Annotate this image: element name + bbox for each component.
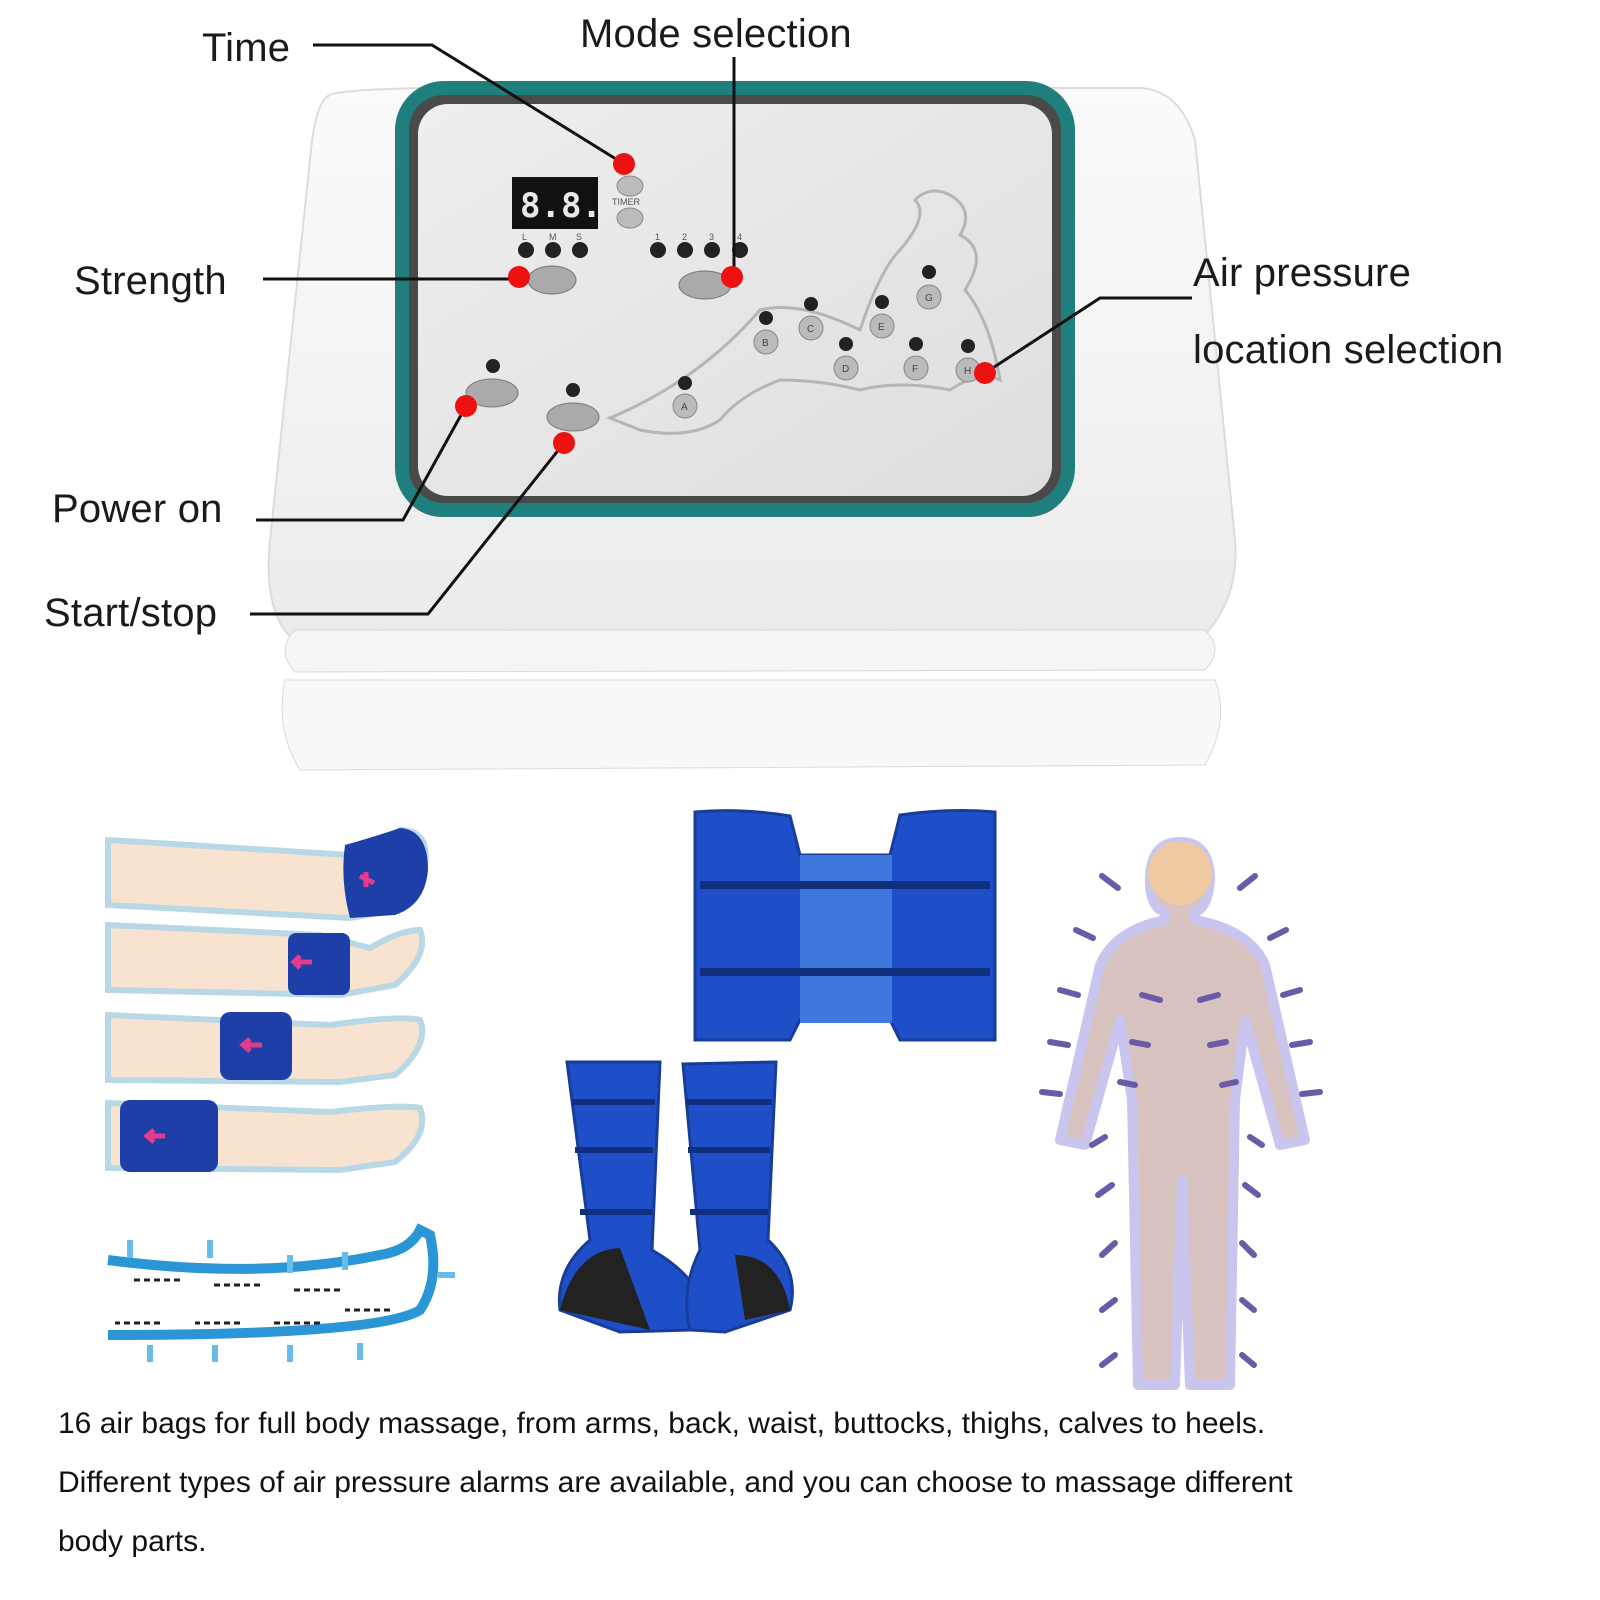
zone-f-label: F	[912, 364, 918, 375]
mode-number-2: 2	[682, 232, 687, 242]
display-digits: 8.8.	[520, 186, 602, 226]
strength-level-m: M	[549, 232, 557, 242]
timer-down-button[interactable]	[616, 207, 644, 229]
caption-line-2: Different types of air pressure alarms a…	[58, 1466, 1293, 1499]
zone-g-label: G	[925, 293, 933, 304]
leg-flow-diagram	[107, 1223, 455, 1362]
zone-h-label: H	[964, 366, 971, 377]
strength-indicators: L M S	[518, 232, 588, 258]
arm-waist-cuff	[693, 809, 997, 1042]
leg-panel-4	[105, 1099, 426, 1174]
leg-panel-1	[105, 826, 429, 922]
zone-g-button[interactable]	[916, 284, 942, 310]
zone-c-button[interactable]	[798, 315, 824, 341]
zone-a-label: A	[681, 402, 688, 413]
zone-f-button[interactable]	[903, 355, 929, 381]
zone-b-button[interactable]	[753, 329, 779, 355]
device-illustration: 8.8. TIMER L M S 1 2 3 4	[250, 43, 1237, 771]
callout-markers	[455, 153, 996, 454]
mode-number-4: 4	[737, 232, 742, 242]
leg-cuff-right	[681, 1060, 794, 1334]
callout-start-stop: Start/stop	[44, 591, 218, 635]
zone-d-button[interactable]	[833, 355, 859, 381]
zone-d-label: D	[842, 364, 849, 375]
zone-c-label: C	[807, 324, 814, 335]
cuff-garments-illustration	[557, 809, 997, 1334]
digital-display	[512, 177, 598, 229]
timer-up-button[interactable]	[616, 175, 644, 197]
strength-level-l: L	[522, 232, 527, 242]
caption-line-3: body parts.	[58, 1525, 207, 1558]
zone-buttons: A B C D E F G H	[672, 265, 981, 419]
start-stop-button[interactable]	[546, 402, 600, 432]
strength-level-s: S	[576, 232, 582, 242]
mode-number-1: 1	[655, 232, 660, 242]
callout-strength: Strength	[74, 259, 227, 303]
mode-indicators: 1 2 3 4	[650, 232, 748, 258]
power-button[interactable]	[465, 378, 519, 408]
callout-power-on: Power on	[52, 487, 223, 531]
callout-location-selection: location selection	[1193, 328, 1504, 372]
leg-panel-2	[105, 921, 426, 999]
strength-button[interactable]	[527, 265, 577, 295]
callout-mode-selection: Mode selection	[580, 12, 852, 56]
callout-time: Time	[202, 26, 291, 70]
zone-a-button[interactable]	[672, 393, 698, 419]
zone-b-label: B	[762, 338, 769, 349]
zone-e-label: E	[878, 322, 885, 333]
control-panel: 8.8. TIMER L M S 1 2 3 4	[395, 81, 1075, 517]
mode-number-3: 3	[709, 232, 714, 242]
caption-line-1: 16 air bags for full body massage, from …	[58, 1407, 1266, 1440]
timer-label: TIMER	[612, 197, 640, 207]
body-pressure-illustration	[1039, 837, 1323, 1390]
leg-sequence-illustration	[105, 826, 455, 1362]
zone-e-button[interactable]	[869, 313, 895, 339]
leg-cuff-left	[557, 1060, 701, 1334]
reclining-figure-outline	[606, 189, 1002, 435]
leg-panel-3	[105, 1011, 426, 1086]
callout-air-pressure: Air pressure	[1193, 251, 1412, 295]
callout-lines	[250, 43, 1192, 616]
